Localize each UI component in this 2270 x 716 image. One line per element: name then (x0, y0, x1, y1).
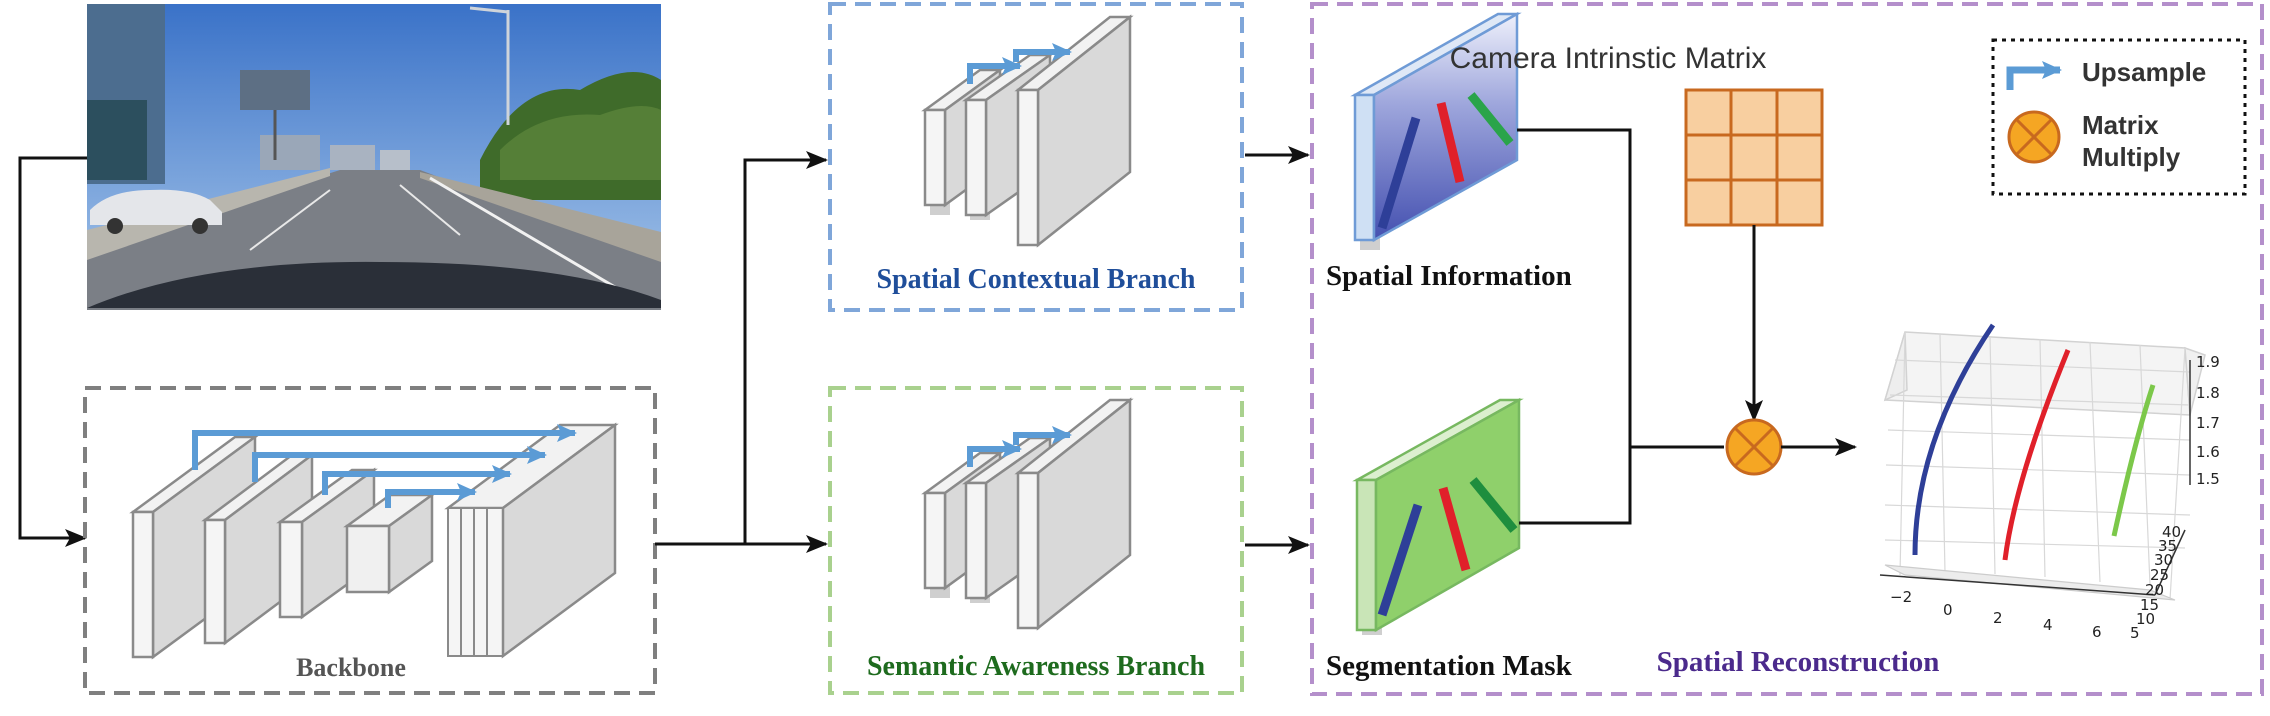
multiply-legend-icon (2007, 110, 2061, 164)
semantic-branch-box (828, 386, 1244, 695)
semantic-branch-layers (921, 397, 1134, 631)
z-tick: 1.6 (2196, 443, 2220, 461)
z-tick: 1.5 (2196, 470, 2220, 488)
spatial-branch-label: Spatial Contextual Branch (877, 264, 1196, 295)
y-tick: 25 (2150, 566, 2169, 584)
y-tick: 35 (2158, 537, 2177, 555)
legend-upsample-label: Upsample (2082, 57, 2206, 87)
spatial-branch-box (828, 2, 1244, 312)
connector-image-to-backbone (18, 156, 87, 547)
y-tick: 30 (2154, 551, 2173, 569)
upsample-legend-icon (2006, 61, 2062, 90)
backbone-upsample-arrows (192, 424, 577, 508)
backbone-label: Backbone (296, 653, 406, 682)
x-axis-ticks: −2 0 2 4 6 (1890, 588, 2102, 641)
connector-maps-to-multiply (1517, 128, 1724, 525)
lane-3d-plot (1879, 323, 2206, 601)
y-tick: 15 (2140, 596, 2159, 614)
reconstruction-box (1310, 2, 2264, 696)
segmentation-mask-label: Segmentation Mask (1326, 650, 1573, 682)
backbone-layers (129, 422, 619, 660)
z-axis-ticks: 1.5 1.6 1.7 1.8 1.9 (2196, 353, 2220, 488)
y-tick: 40 (2162, 523, 2181, 541)
legend-matrix-label-line1: Matrix (2082, 110, 2159, 140)
spatial-reconstruction-label: Spatial Reconstruction (1657, 646, 1940, 678)
y-tick: 5 (2130, 624, 2140, 642)
camera-matrix-label: Camera Intrinstic Matrix (1450, 42, 1767, 75)
z-tick: 1.9 (2196, 353, 2220, 371)
connector-branches-to-reconstruction (1245, 146, 1310, 554)
segmentation-mask-map (1352, 397, 1524, 635)
camera-matrix-grid (1684, 88, 1824, 227)
y-tick: 10 (2136, 610, 2155, 628)
z-tick: 1.8 (2196, 384, 2220, 402)
spatial-information-map (1350, 11, 1522, 250)
y-axis-ticks: 5 10 15 20 25 30 35 40 (2130, 523, 2181, 642)
backbone-box (83, 386, 657, 695)
x-tick: −2 (1890, 588, 1912, 606)
legend-matrix-label-line2: Multiply (2082, 142, 2181, 172)
x-tick: 6 (2092, 623, 2102, 641)
spatial-upsample-arrows (967, 43, 1072, 84)
z-tick: 1.7 (2196, 414, 2220, 432)
matrix-multiply-operator (1725, 418, 1783, 476)
x-tick: 0 (1943, 601, 1953, 619)
input-road-image (87, 4, 661, 310)
spatial-branch-layers (921, 14, 1134, 248)
semantic-upsample-arrows (967, 426, 1072, 467)
y-tick: 20 (2145, 581, 2164, 599)
spatial-information-label: Spatial Information (1326, 260, 1572, 292)
semantic-branch-label: Semantic Awareness Branch (867, 651, 1205, 682)
connector-backbone-to-branches (655, 151, 828, 553)
x-tick: 2 (1993, 609, 2003, 627)
x-tick: 4 (2043, 616, 2053, 634)
